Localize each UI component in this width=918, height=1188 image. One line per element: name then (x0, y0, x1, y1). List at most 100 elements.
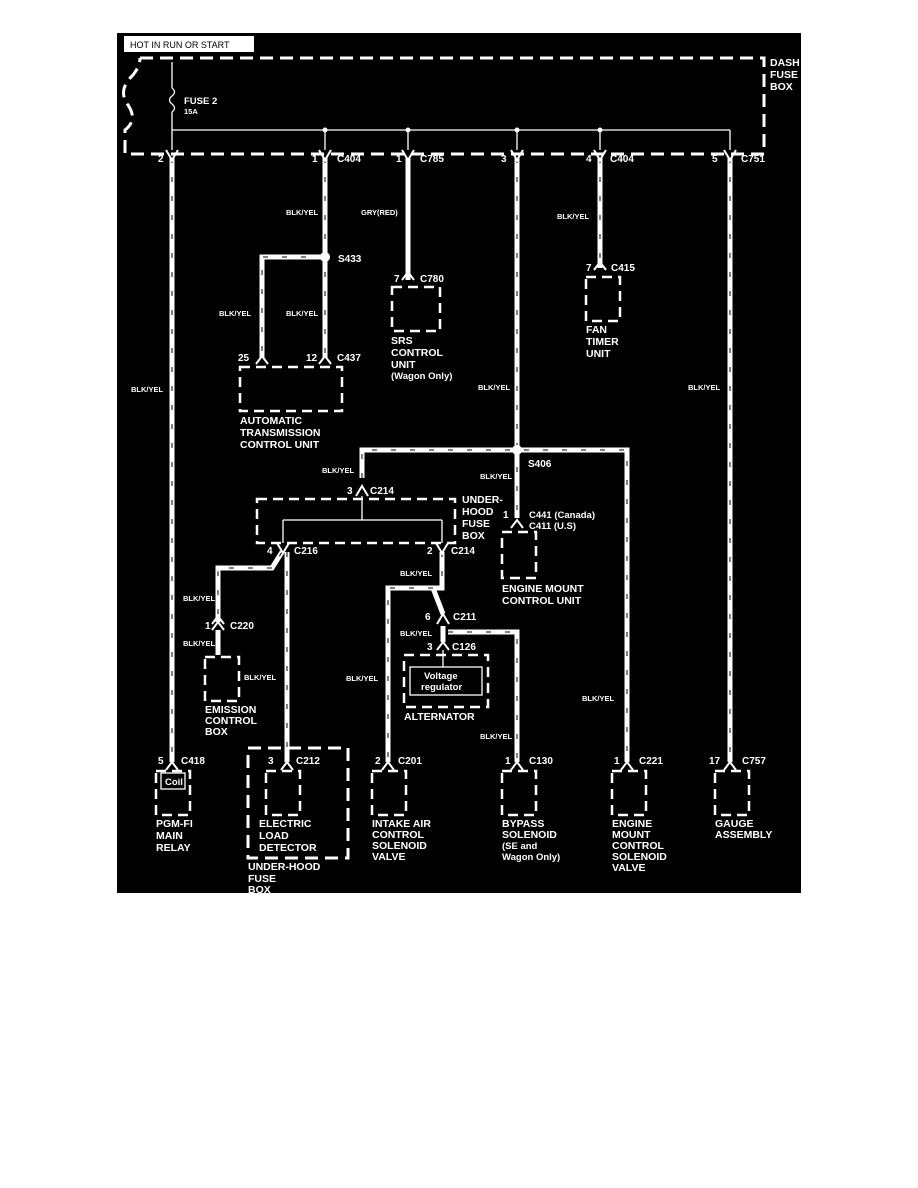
dash-fuse-box-label-3: BOX (770, 81, 793, 93)
emcsv-label-4: SOLENOID (612, 851, 667, 863)
engine-mount-cu-box (500, 530, 538, 580)
wire-color-10: BLK/YEL (400, 569, 433, 578)
splice-s433-dot (320, 252, 330, 262)
emcsv-label-3: CONTROL (612, 840, 664, 852)
conn-c411: C411 (U.S) (529, 521, 576, 532)
bypass-box (500, 769, 538, 817)
component-boxes (154, 275, 751, 860)
fuse-rating: 15A (184, 107, 198, 116)
conn-c418: C418 (181, 756, 205, 767)
conn-c404-b: C404 (610, 154, 634, 165)
pin-c441: 1 (503, 510, 509, 521)
gauge-box (713, 769, 751, 817)
srs-note: (Wagon Only) (391, 371, 452, 382)
iacv-label-1: INTAKE AIR (372, 818, 431, 830)
fan-timer-label-2: TIMER (586, 336, 619, 348)
emission-box (203, 655, 241, 703)
eld-label-3: DETECTOR (259, 842, 317, 854)
bypass-note-2: Wagon Only) (502, 852, 560, 863)
srs-label-1: SRS (391, 335, 413, 347)
gauge-label-2: ASSEMBLY (715, 829, 772, 841)
wire-color-13: BLK/YEL (183, 639, 216, 648)
pgm-fi-label-3: RELAY (156, 842, 191, 854)
power-header: HOT IN RUN OR START (124, 36, 254, 52)
uhfb-top-label-4: BOX (462, 530, 485, 542)
under-hood-internal (282, 496, 444, 667)
conn-c201: C201 (398, 756, 422, 767)
wire-color-17: BLK/YEL (480, 732, 513, 741)
emcsv-label-2: MOUNT (612, 829, 651, 841)
splice-s433: S433 (338, 254, 362, 265)
fan-timer-label-3: UNIT (586, 348, 611, 360)
emission-label-3: BOX (205, 726, 228, 738)
emission-label-1: EMISSION (205, 704, 256, 716)
emcsv-box (610, 769, 648, 817)
pin-c211: 6 (425, 612, 431, 623)
labels: 2 1 C404 1 C785 3 4 C404 5 C751 BLK/YEL … (131, 154, 772, 896)
pin-c1: 2 (158, 154, 164, 165)
wire-color-1: BLK/YEL (286, 208, 319, 217)
conn-c130: C130 (529, 756, 553, 767)
fuse-2: FUSE 2 15A (168, 62, 217, 150)
wire-color-11: BLK/YEL (183, 594, 216, 603)
atcu-label-2: TRANSMISSION (240, 427, 321, 439)
coil-label: Coil (165, 777, 183, 788)
conn-c211: C211 (453, 612, 477, 623)
conn-c126: C126 (452, 642, 476, 653)
conn-c404-a: C404 (337, 154, 361, 165)
pin-c2: 1 (312, 154, 318, 165)
under-hood-fuse-box-bottom (246, 746, 350, 860)
srs-label-3: UNIT (391, 359, 416, 371)
wire-color-15: BLK/YEL (346, 674, 379, 683)
uhfb-top-label-3: FUSE (462, 518, 490, 530)
uhfb-bottom-label-3: BOX (248, 884, 271, 896)
pin-c3: 1 (396, 154, 402, 165)
emcu-label-2: CONTROL UNIT (502, 595, 582, 607)
voltage-regulator-box (409, 666, 483, 696)
iacv-box (370, 769, 408, 817)
pin-c415: 7 (586, 263, 592, 274)
pgm-fi-label-1: PGM-FI (156, 818, 193, 830)
alternator-box (402, 653, 490, 709)
conn-c437: C437 (337, 353, 361, 364)
pin-c216: 4 (267, 546, 273, 557)
srs-label-2: CONTROL (391, 347, 443, 359)
splice-s406-dot (512, 445, 522, 455)
conn-c212: C212 (296, 756, 320, 767)
fan-timer-label-1: FAN (586, 324, 607, 336)
wire-color-7: BLK/YEL (688, 383, 721, 392)
under-hood-fuse-box-top (255, 497, 457, 545)
fan-timer-box (584, 275, 622, 323)
uhfb-top-label-2: HOOD (462, 506, 494, 518)
pin-c214b: 2 (427, 546, 433, 557)
pin-c220: 1 (205, 621, 211, 632)
eld-label-1: ELECTRIC (259, 818, 312, 830)
conn-c214a: C214 (370, 486, 394, 497)
wire-color-9: BLK/YEL (480, 472, 513, 481)
pin-c4: 3 (501, 154, 507, 165)
pin-c126: 3 (427, 642, 433, 653)
emcsv-label-5: VALVE (612, 862, 645, 874)
wire-color-8: BLK/YEL (322, 466, 355, 475)
pin-c6: 5 (712, 154, 718, 165)
eld-label-2: LOAD (259, 830, 289, 842)
eld-box (264, 769, 302, 817)
conn-c757: C757 (742, 756, 766, 767)
atcu-label-3: CONTROL UNIT (240, 439, 320, 451)
pin-c130: 1 (505, 756, 511, 767)
pin-c757: 17 (709, 756, 721, 767)
conn-c216: C216 (294, 546, 318, 557)
bypass-note-1: (SE and (502, 841, 538, 852)
connector-marks (165, 149, 737, 771)
wire-color-gry-red: GRY(RED) (361, 208, 398, 217)
conn-c220: C220 (230, 621, 254, 632)
voltage-regulator-label-2: regulator (421, 682, 462, 693)
splice-s406: S406 (528, 459, 552, 470)
dash-fuse-box-label-1: DASH (770, 57, 800, 69)
emcsv-label-1: ENGINE (612, 818, 652, 830)
wire-color-6: BLK/YEL (478, 383, 511, 392)
wire-color-14: BLK/YEL (244, 673, 277, 682)
voltage-regulator-label-1: Voltage (424, 671, 458, 682)
conn-c214b: C214 (451, 546, 475, 557)
